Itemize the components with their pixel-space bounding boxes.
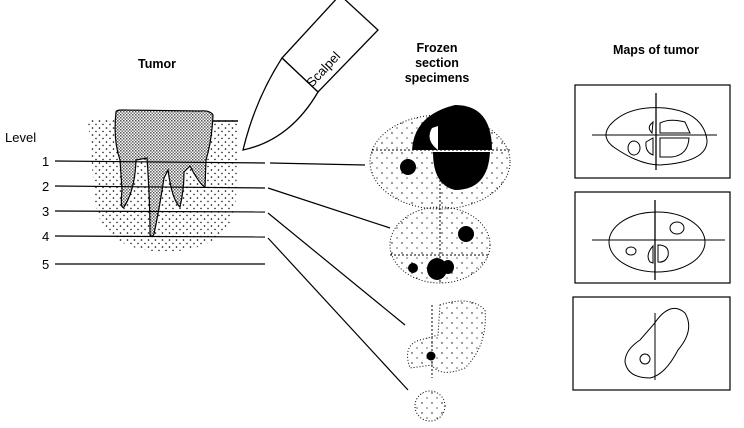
tumor-map-2	[574, 191, 731, 284]
tumor-map-1	[574, 84, 731, 179]
maps-title: Maps of tumor	[613, 43, 699, 57]
level-lines	[54, 160, 409, 391]
level-2-line	[54, 185, 266, 189]
specimen-level-1	[369, 105, 511, 210]
specimen-level-4	[414, 390, 446, 422]
scalpel-illustration: Scalpel	[242, 0, 379, 151]
tumor-mass	[114, 109, 214, 237]
frozen-title-line2: section	[415, 56, 459, 70]
level-3-label: 3	[42, 204, 49, 219]
level-1-label: 1	[42, 154, 49, 169]
scalpel-blade	[242, 56, 319, 151]
level-4-label: 4	[42, 229, 49, 244]
specimen-level-3	[407, 300, 486, 378]
level-3-line	[54, 210, 266, 213]
connector-level-1	[269, 162, 366, 166]
tumor-title: Tumor	[138, 57, 176, 71]
connector-level-3	[267, 212, 406, 326]
connector-level-4	[267, 237, 409, 391]
specimen-level-2	[389, 206, 491, 284]
level-1-line	[54, 160, 266, 164]
frozen-title-line1: Frozen	[417, 41, 458, 55]
level-5-label: 5	[42, 257, 49, 272]
level-label: Level	[5, 130, 36, 145]
level-2-label: 2	[42, 179, 49, 194]
frozen-title-line3: specimens	[405, 71, 470, 85]
tumor-map-3	[572, 296, 731, 391]
connector-level-2	[267, 187, 391, 229]
level-4-line	[54, 235, 266, 238]
